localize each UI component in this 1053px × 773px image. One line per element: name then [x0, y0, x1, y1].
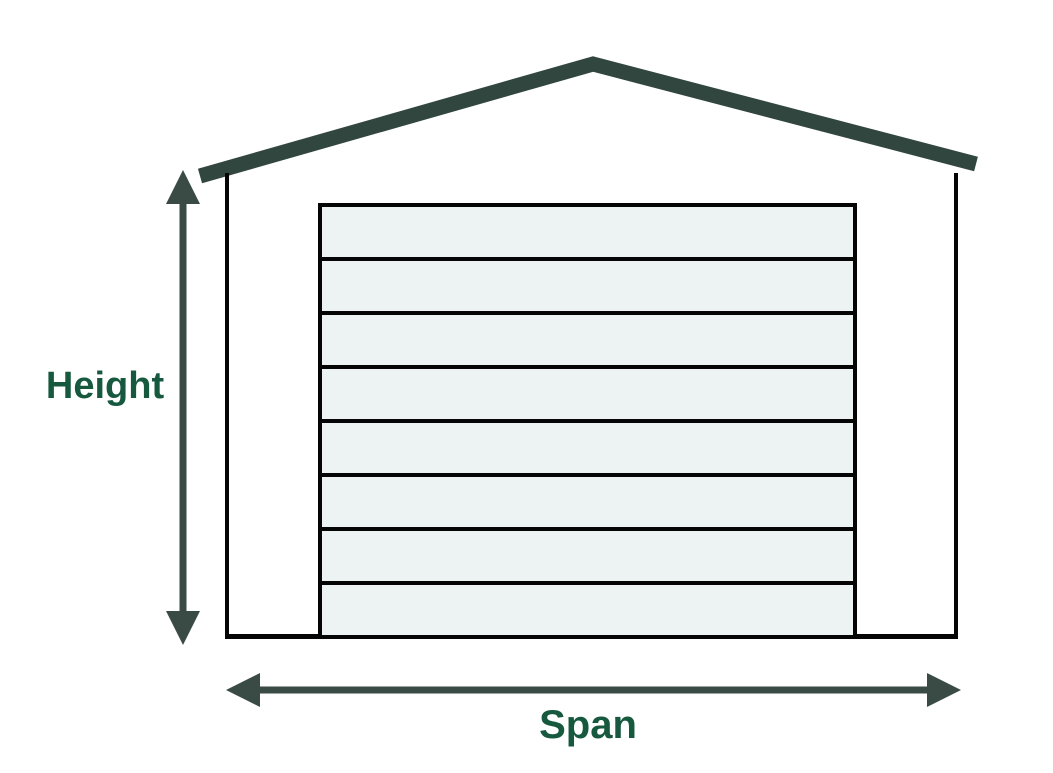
span-arrow: [226, 673, 961, 707]
door-panel: [322, 423, 853, 473]
height-label: Height: [45, 365, 165, 407]
span-arrowhead-right: [927, 673, 961, 707]
door-panel: [322, 261, 853, 311]
height-arrowhead-up: [166, 170, 200, 204]
door-panel: [322, 477, 853, 527]
roof: [197, 56, 978, 184]
door-panel: [322, 369, 853, 419]
door-panel: [322, 315, 853, 365]
door-panel: [322, 585, 853, 635]
door-panel: [322, 531, 853, 581]
height-arrow: [166, 170, 200, 645]
height-arrowhead-down: [166, 611, 200, 645]
door-panel: [322, 207, 853, 257]
span-arrowhead-left: [226, 673, 260, 707]
garage-door: [318, 203, 857, 639]
span-label: Span: [539, 703, 637, 747]
